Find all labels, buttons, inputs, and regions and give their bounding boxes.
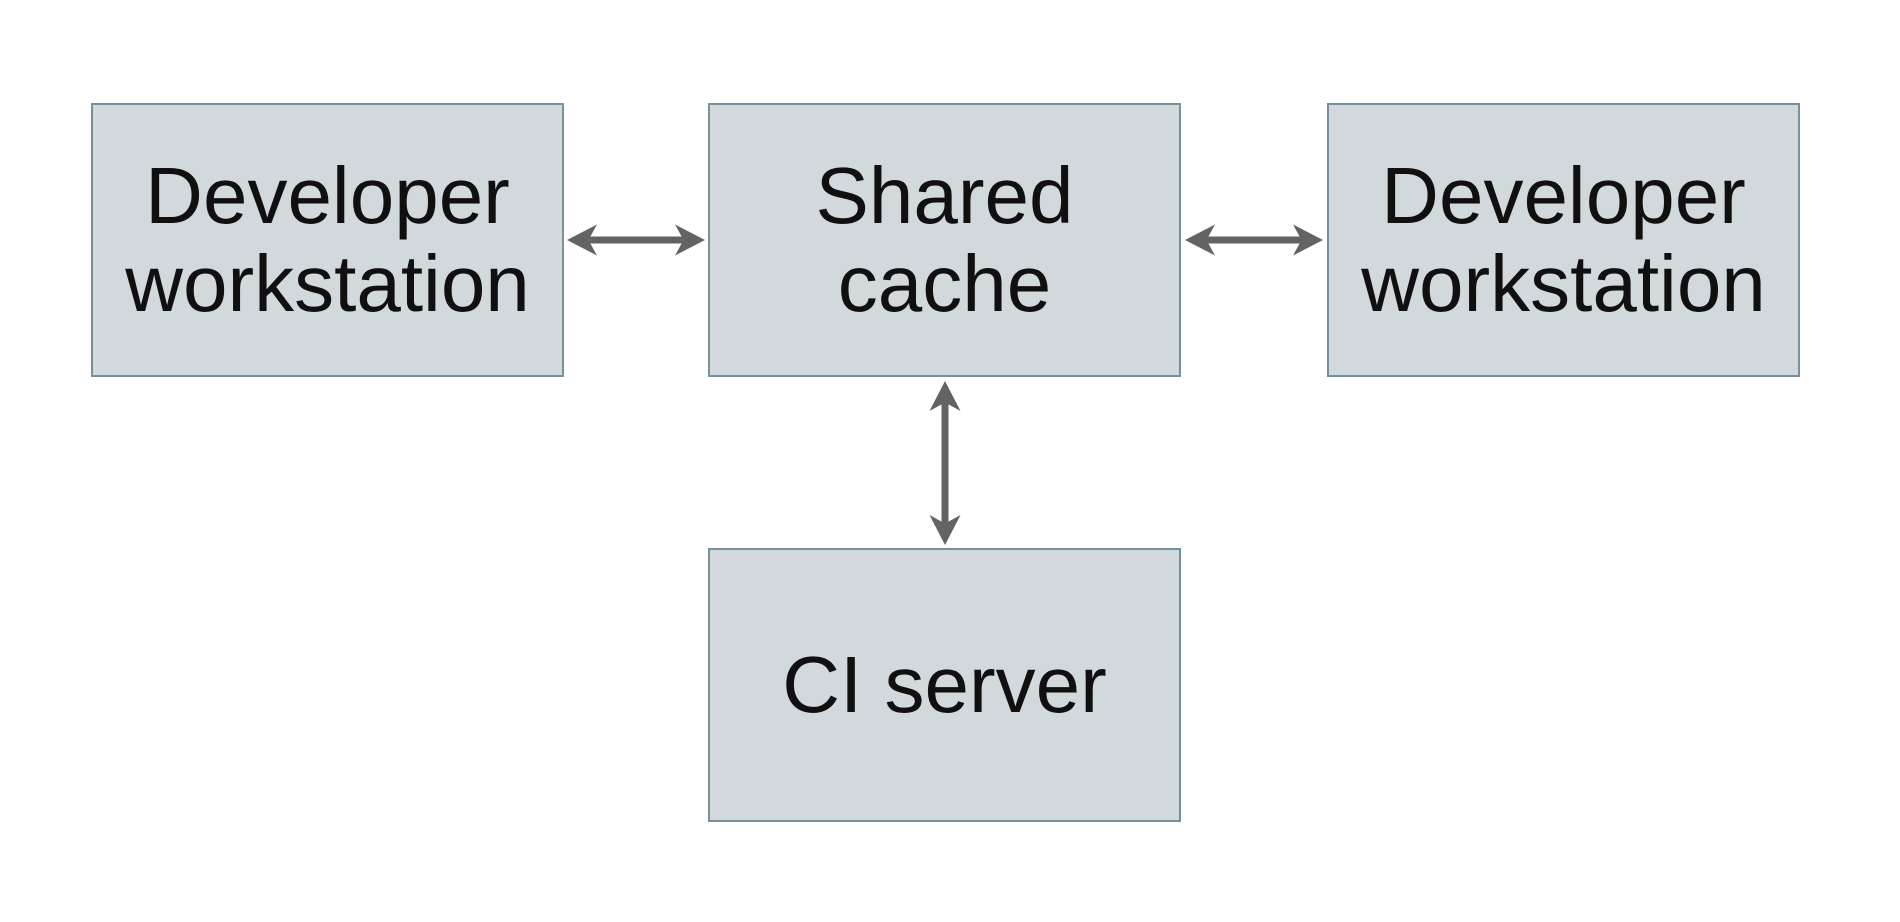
node-label-line: CI server (782, 640, 1107, 729)
double-headed-arrow-icon (1185, 224, 1323, 256)
node-ci-server: CI server (708, 548, 1181, 822)
node-developer-workstation-right: Developer workstation (1327, 103, 1800, 377)
node-label-line: cache (837, 239, 1052, 328)
node-label-line: Shared (815, 151, 1074, 240)
bidirectional-arrow-workstation-left-to-shared-cache (566, 218, 706, 262)
node-label-line: Developer (1381, 151, 1746, 240)
double-headed-arrow-icon (567, 224, 705, 256)
node-shared-cache: Shared cache (708, 103, 1181, 377)
node-label-line: workstation (125, 239, 530, 328)
node-developer-workstation-left: Developer workstation (91, 103, 564, 377)
bidirectional-arrow-shared-cache-to-workstation-right (1184, 218, 1324, 262)
node-label-line: workstation (1361, 239, 1766, 328)
double-headed-arrow-icon (929, 381, 961, 545)
bidirectional-arrow-shared-cache-to-ci-server (923, 380, 967, 546)
node-label-line: Developer (145, 151, 510, 240)
